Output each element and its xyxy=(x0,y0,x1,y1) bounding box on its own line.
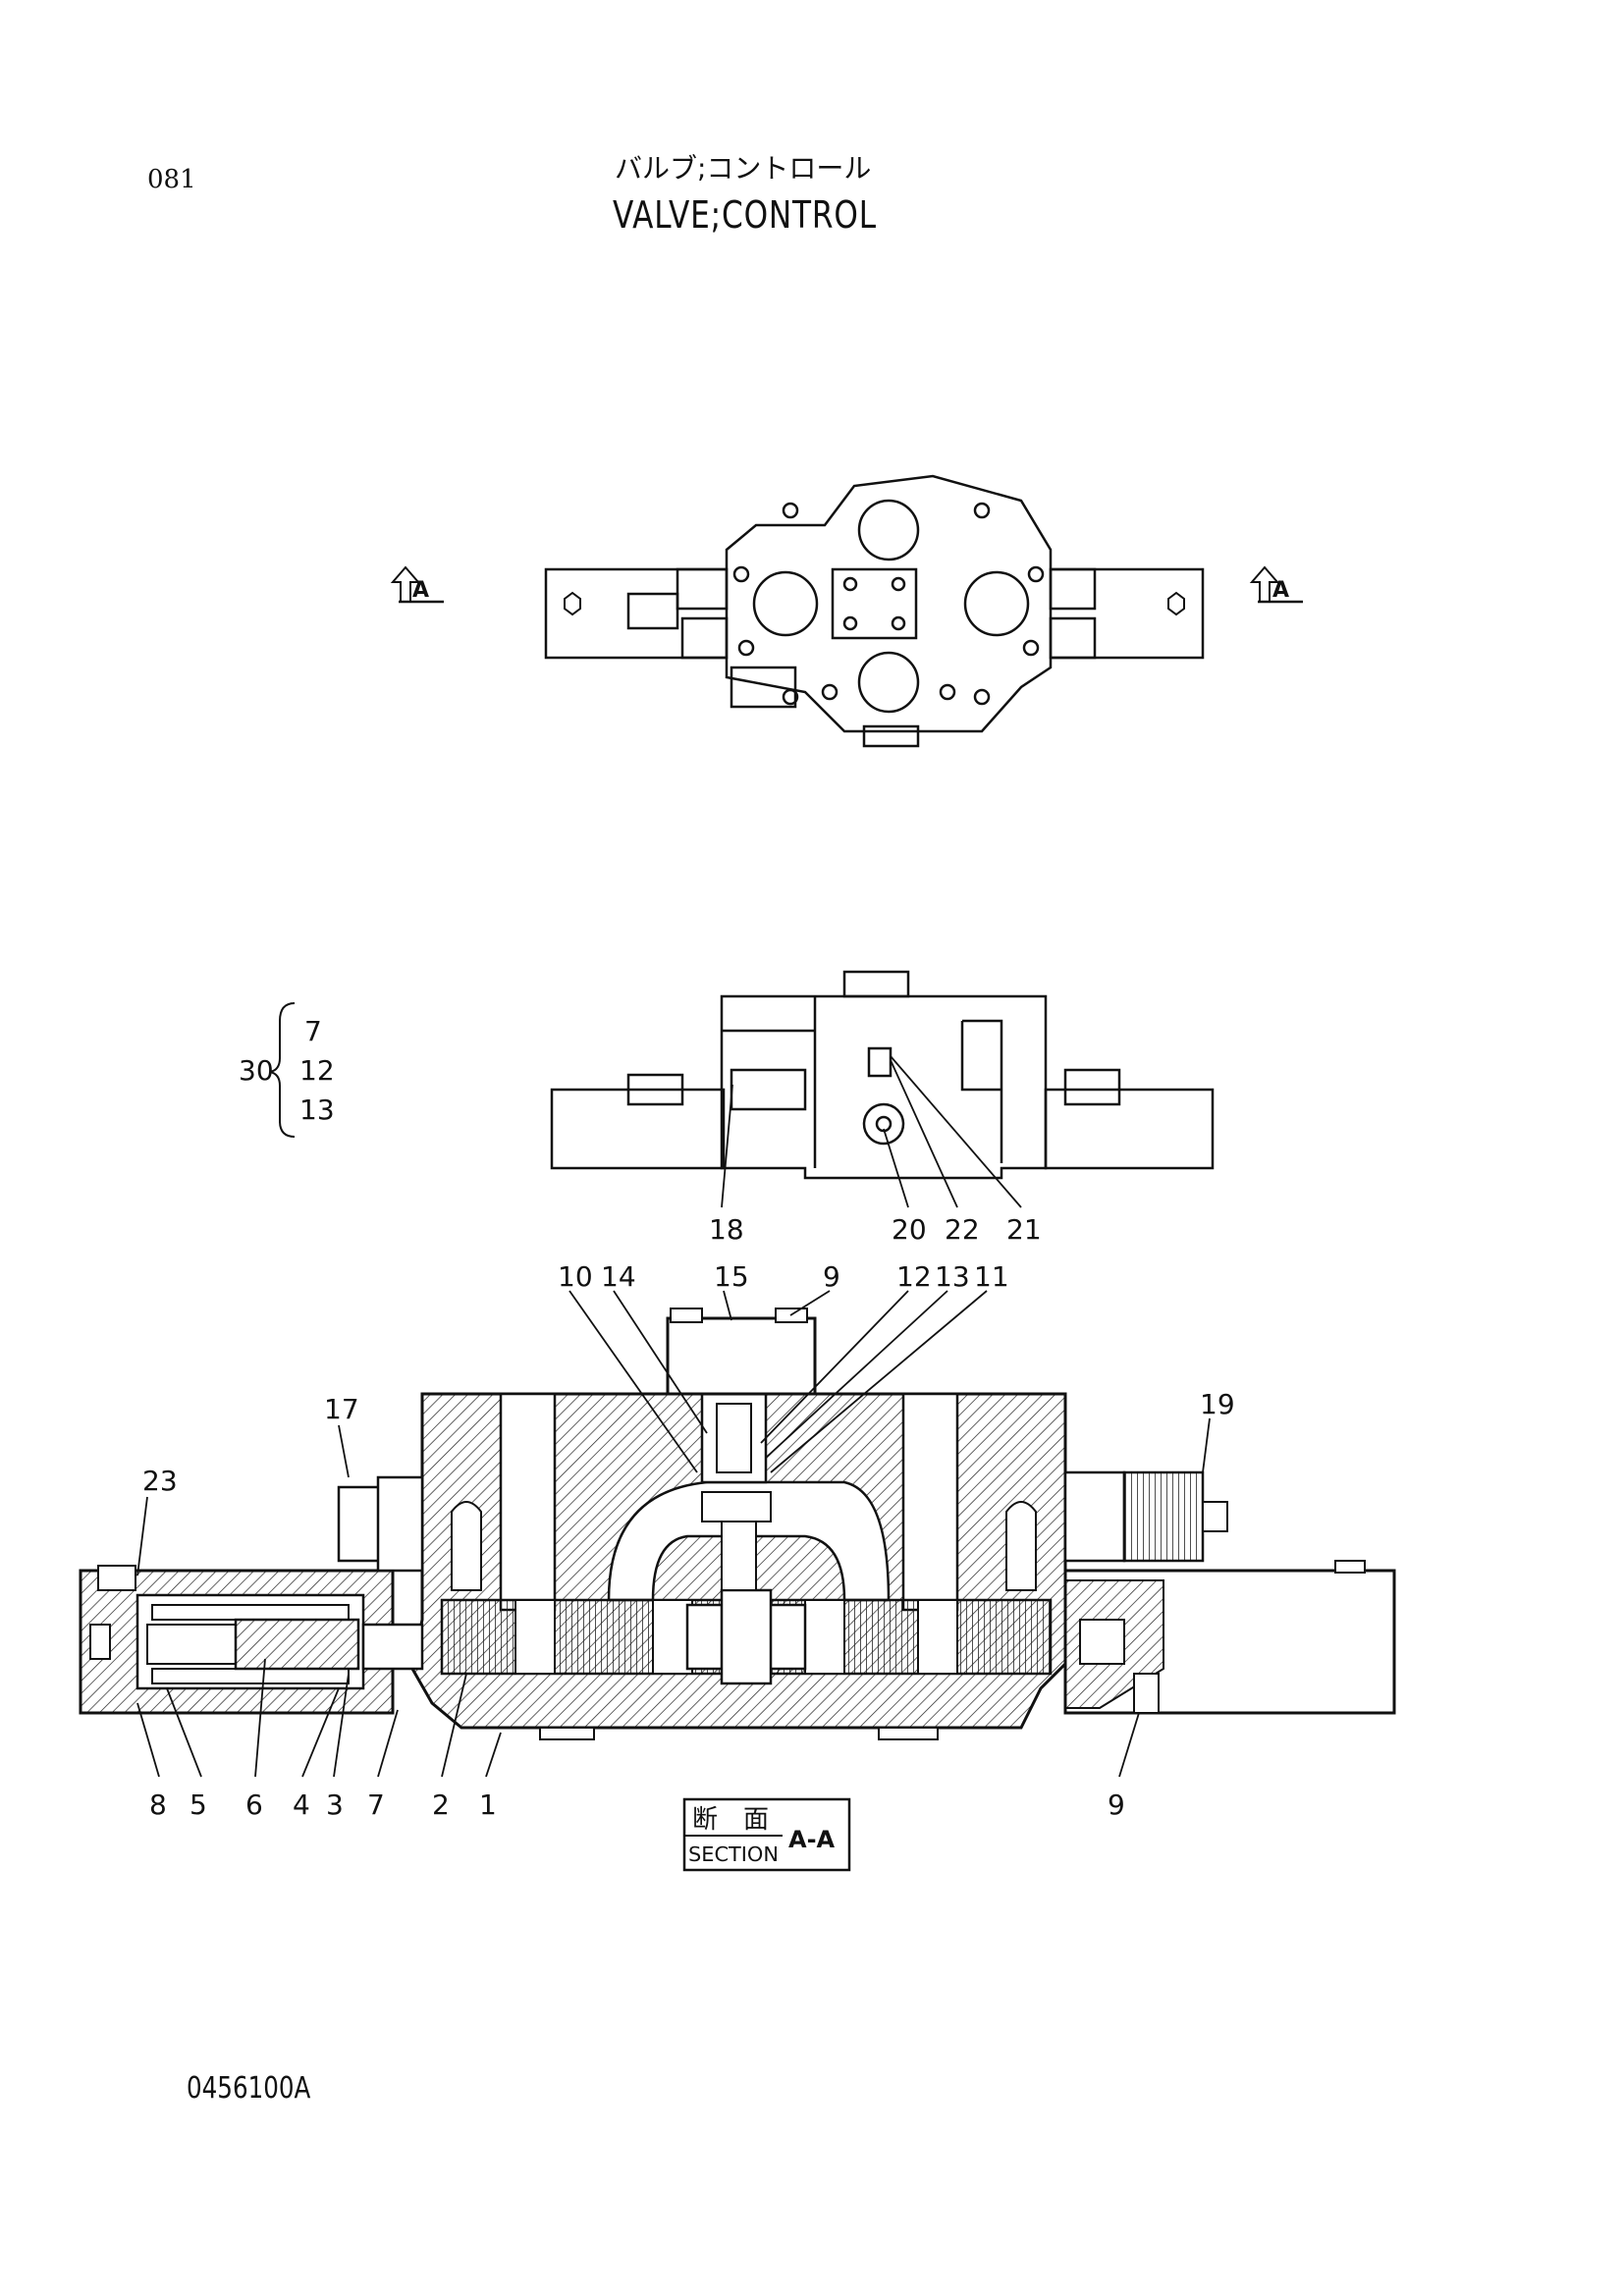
section-label-english: SECTION xyxy=(688,1842,779,1866)
drawing-code: 0456100A xyxy=(187,2071,311,2106)
callout-9-top: 9 xyxy=(823,1260,840,1293)
part-set-30: 30 7 12 13 xyxy=(239,1002,335,1138)
callout-22: 22 xyxy=(945,1213,980,1246)
set-30-part-7: 7 xyxy=(304,1015,322,1047)
section-label-box: 断 面 SECTION A-A xyxy=(682,1797,851,1872)
side-view xyxy=(550,970,1215,1180)
set-30-number: 30 xyxy=(239,1054,274,1087)
callout-20: 20 xyxy=(892,1213,927,1246)
section-marker-left: A xyxy=(412,578,429,603)
callout-3: 3 xyxy=(326,1789,344,1821)
section-leaders xyxy=(136,1290,1211,1778)
set-30-part-12: 12 xyxy=(299,1054,335,1087)
callout-17: 17 xyxy=(324,1393,359,1425)
title-english: VALVE;CONTROL xyxy=(613,193,877,237)
callout-14: 14 xyxy=(601,1260,636,1293)
callout-15: 15 xyxy=(714,1260,749,1293)
section-arrow-left: A xyxy=(390,565,444,604)
callout-6: 6 xyxy=(245,1789,263,1821)
top-view xyxy=(544,474,1205,748)
callout-21: 21 xyxy=(1006,1213,1042,1246)
callout-13: 13 xyxy=(935,1260,970,1293)
callout-7: 7 xyxy=(367,1789,385,1821)
callout-8: 8 xyxy=(149,1789,167,1821)
callout-11: 11 xyxy=(974,1260,1009,1293)
callout-4: 4 xyxy=(293,1789,310,1821)
section-label-japanese: 断 面 xyxy=(692,1805,769,1835)
callout-1: 1 xyxy=(479,1789,497,1821)
set-30-part-13: 13 xyxy=(299,1094,335,1126)
section-marker-right: A xyxy=(1272,578,1289,603)
callout-19: 19 xyxy=(1200,1388,1235,1420)
callout-12: 12 xyxy=(896,1260,932,1293)
callout-2: 2 xyxy=(432,1789,450,1821)
callout-10: 10 xyxy=(558,1260,593,1293)
callout-5: 5 xyxy=(189,1789,207,1821)
callout-9-bottom: 9 xyxy=(1108,1789,1125,1821)
section-id: A-A xyxy=(788,1826,836,1853)
section-arrow-right: A xyxy=(1249,565,1303,604)
callout-18: 18 xyxy=(709,1213,744,1246)
page-number: 081 xyxy=(147,165,196,194)
callout-23: 23 xyxy=(142,1465,178,1497)
title-japanese: バルブ;コントロール xyxy=(615,152,872,185)
section-view xyxy=(79,1308,1396,1740)
side-view-callouts xyxy=(721,1055,1022,1208)
